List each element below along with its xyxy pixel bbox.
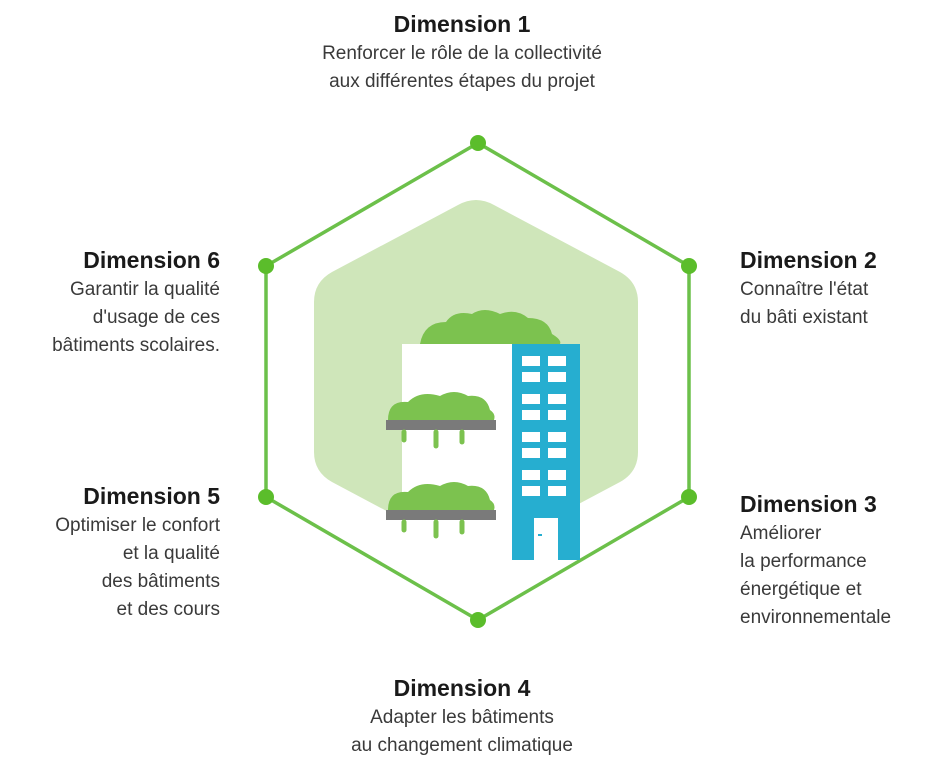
- dimension-text-line: et la qualité: [122, 543, 220, 564]
- dimension-text-line: Améliorer: [740, 523, 822, 544]
- dimension-text-line: Renforcer le rôle de la collectivité: [322, 43, 602, 64]
- dimension-text-line: Connaître l'état: [740, 279, 869, 300]
- dimension-text-line: aux différentes étapes du projet: [329, 71, 595, 92]
- dimension-text-line: et des cours: [116, 599, 221, 620]
- vertex-dot-dimension-6: [258, 258, 274, 274]
- dimension-text-line: bâtiments scolaires.: [52, 335, 220, 356]
- dimension-text-line: d'usage de ces: [92, 307, 220, 328]
- green-building-illustration: [386, 310, 580, 560]
- dimension-title: Dimension 2: [740, 247, 877, 273]
- dimension-text-line: Adapter les bâtiments: [370, 707, 554, 728]
- dimension-text-line: au changement climatique: [351, 735, 573, 756]
- dimension-title: Dimension 1: [393, 11, 531, 37]
- dimension-title: Dimension 5: [83, 483, 220, 509]
- vertex-dot-dimension-2: [681, 258, 697, 274]
- dimension-2-block: Dimension 2 Connaître l'état du bâti exi…: [740, 244, 877, 332]
- dimension-text-line: Optimiser le confort: [55, 515, 220, 536]
- vertex-dot-dimension-3: [681, 489, 697, 505]
- dimension-text-line: énergétique et: [740, 579, 862, 600]
- dimension-text-line: environnementale: [740, 607, 892, 628]
- dimension-title: Dimension 4: [393, 675, 531, 701]
- dimension-text-line: du bâti existant: [740, 307, 868, 328]
- dimension-3-block: Dimension 3 Améliorer la performance éne…: [740, 488, 891, 632]
- dimension-5-block: Dimension 5 Optimiser le confort et la q…: [55, 480, 220, 624]
- dimension-text-line: des bâtiments: [101, 571, 220, 592]
- vertex-dot-dimension-5: [258, 489, 274, 505]
- dimension-title: Dimension 6: [83, 247, 220, 273]
- dimension-4-block: Dimension 4 Adapter les bâtiments au cha…: [212, 672, 712, 760]
- dimension-title: Dimension 3: [740, 491, 877, 517]
- dimension-1-block: Dimension 1 Renforcer le rôle de la coll…: [212, 8, 712, 96]
- vertex-dot-dimension-4: [470, 612, 486, 628]
- dimension-text-line: Garantir la qualité: [70, 279, 220, 300]
- dimension-text-line: la performance: [740, 551, 867, 572]
- vertex-dot-dimension-1: [470, 135, 486, 151]
- dimension-6-block: Dimension 6 Garantir la qualité d'usage …: [52, 244, 220, 360]
